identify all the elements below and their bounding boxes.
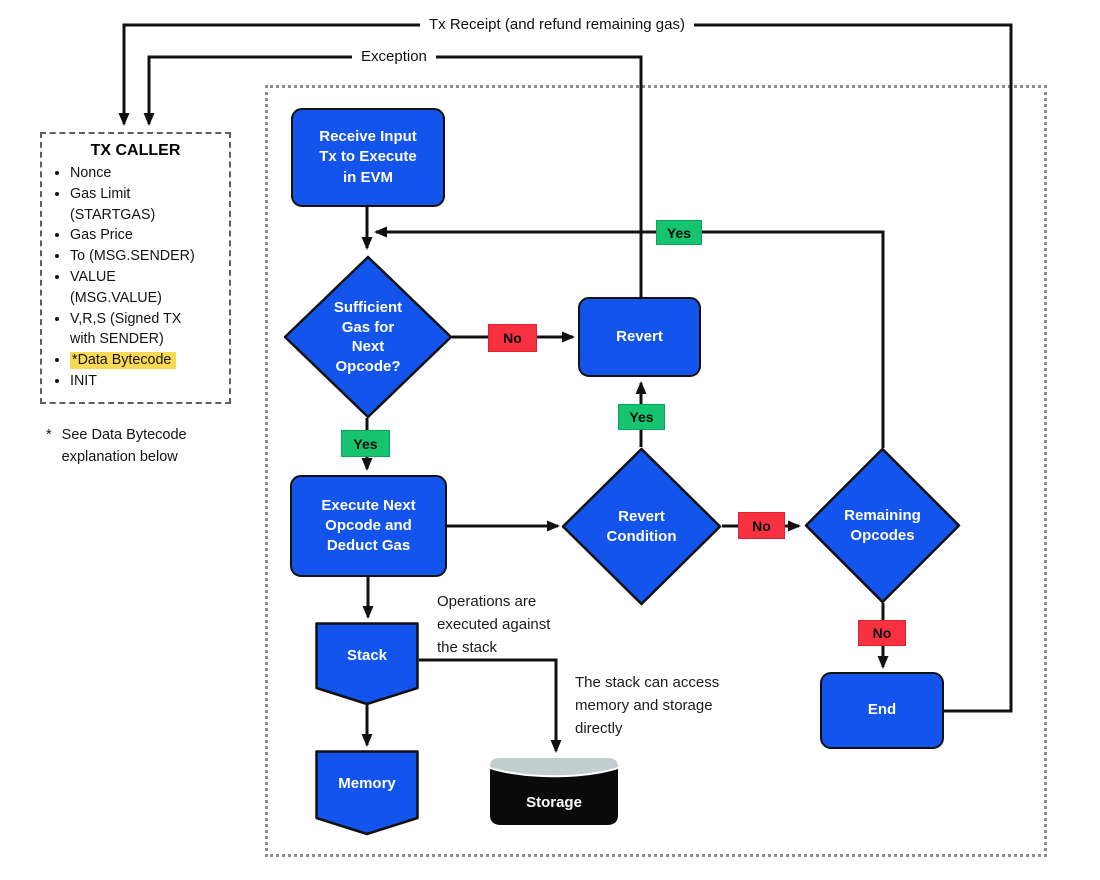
- pentagon-shape: [315, 622, 419, 706]
- tx-receipt-line-label: Tx Receipt (and refund remaining gas): [420, 14, 694, 36]
- node-stack: Stack: [315, 622, 419, 706]
- footnote-text: See Data Bytecode explanation below: [61, 427, 187, 465]
- node-end: End: [820, 672, 944, 749]
- decision-label: Sufficient Gas for Next Opcode?: [333, 299, 403, 375]
- decision-sufficient-gas: Sufficient Gas for Next Opcode?: [283, 255, 453, 419]
- node-storage: Storage: [488, 756, 620, 827]
- node-memory: Memory: [315, 750, 419, 836]
- list-item-to: To (MSG.SENDER): [70, 246, 225, 267]
- edge-stack-to-storage: [419, 658, 562, 753]
- tx-caller-title: TX CALLER: [90, 142, 181, 159]
- exception-line-label: Exception: [352, 46, 436, 68]
- evm-boundary-dotted-border: [265, 85, 1047, 857]
- decision-label: Revert Condition: [606, 508, 677, 545]
- node-execute-opcode: Execute Next Opcode and Deduct Gas: [290, 475, 447, 577]
- badge-no-sufficient-gas: No: [488, 324, 537, 352]
- edge-remaining-yes-loop: [374, 226, 885, 448]
- node-label: Memory: [338, 775, 396, 793]
- footnote: * See Data Bytecode explanation below: [46, 424, 241, 468]
- tx-caller-panel: TX CALLER Nonce Gas Limit (STARTGAS) Gas…: [40, 132, 231, 404]
- pentagon-shape: [315, 750, 419, 836]
- node-label: Stack: [346, 647, 388, 665]
- note-operations-stack: Operations are executed against the stac…: [437, 593, 551, 656]
- edge-end-txreceipt-to-txcaller: [118, 23, 1013, 713]
- decision-remaining-opcodes: Remaining Opcodes: [804, 447, 961, 604]
- list-item-nonce: Nonce: [70, 163, 225, 184]
- list-item-gas-price: Gas Price: [70, 225, 225, 246]
- list-item-value: VALUE (MSG.VALUE): [70, 267, 225, 309]
- badge-yes-revert-condition: Yes: [618, 404, 665, 430]
- list-item-gas-limit: Gas Limit (STARTGAS): [70, 184, 225, 226]
- node-label: Storage: [526, 793, 582, 811]
- footnote-asterisk: *: [46, 427, 52, 443]
- diamond-shape: [283, 255, 453, 419]
- decision-revert-condition: Revert Condition: [561, 447, 722, 606]
- storage-shape: [490, 758, 618, 825]
- badge-yes-remaining-loop: Yes: [656, 220, 702, 245]
- note-stack-access: The stack can access memory and storage …: [575, 674, 720, 737]
- diamond-shape: [561, 447, 722, 606]
- tx-caller-list: Nonce Gas Limit (STARTGAS) Gas Price To …: [42, 163, 229, 392]
- node-receive-input: Receive Input Tx to Execute in EVM: [291, 108, 445, 207]
- badge-no-revert-condition: No: [738, 512, 785, 539]
- list-item-vrs: V,R,S (Signed TX with SENDER): [70, 309, 225, 351]
- badge-no-remaining-opcodes: No: [858, 620, 906, 646]
- list-item-init: INIT: [70, 371, 225, 392]
- badge-yes-sufficient-gas: Yes: [341, 430, 390, 457]
- node-revert: Revert: [578, 297, 701, 377]
- decision-label: Remaining Opcodes: [844, 507, 921, 544]
- diamond-shape: [804, 447, 961, 604]
- list-item-data-bytecode: *Data Bytecode: [70, 350, 225, 371]
